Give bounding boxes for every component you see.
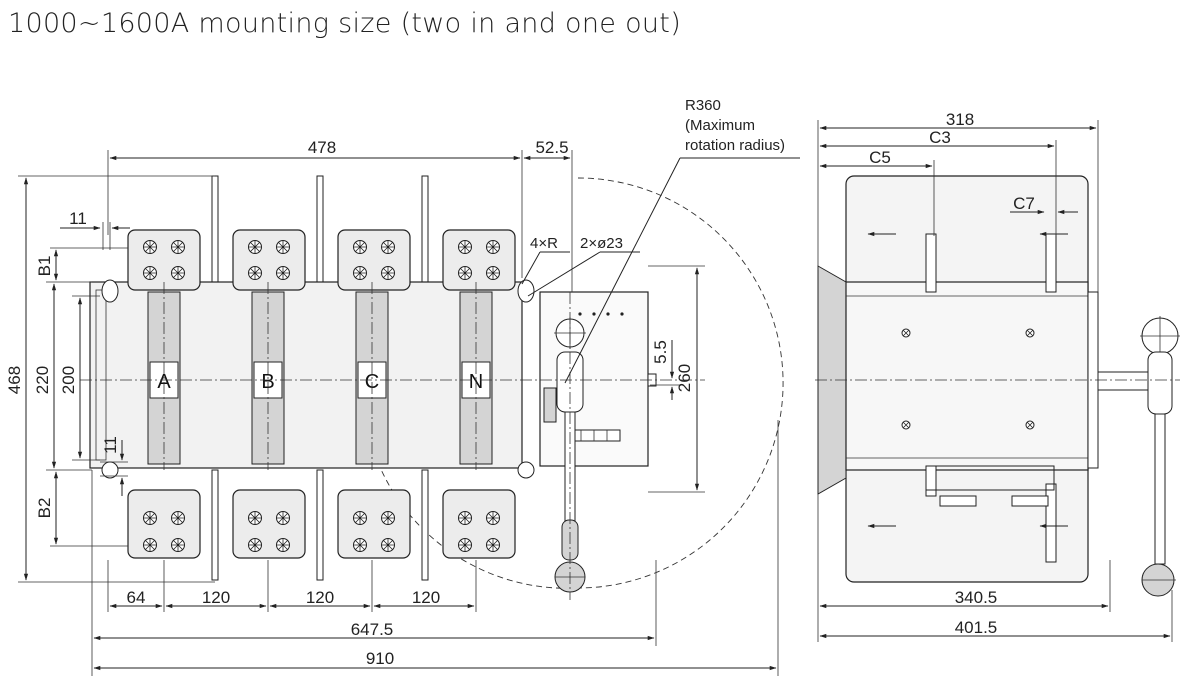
radius-note-line3: rotation radius) (685, 137, 785, 154)
dim-468: 468 (5, 366, 24, 394)
diameter-label: 2×ø23 (580, 235, 623, 252)
dim-c5: C5 (869, 148, 891, 167)
dim-b1: B1 (35, 256, 54, 277)
drawing-title: 1000~1600A mounting size (two in and one… (8, 8, 682, 39)
dim-478: 478 (308, 138, 336, 157)
dim-11-top: 11 (69, 209, 87, 228)
dim-120-c: 120 (412, 588, 440, 607)
mounting-holes (101, 279, 535, 479)
dim-120-a: 120 (202, 588, 230, 607)
radius-note-line1: R360 (685, 97, 721, 114)
top-terminals (127, 229, 516, 291)
dim-200: 200 (59, 366, 78, 394)
dim-401-5: 401.5 (955, 618, 998, 637)
dim-220: 220 (33, 366, 52, 394)
front-view: A B C N (5, 97, 800, 676)
dim-260: 260 (675, 364, 694, 392)
radius-note-line2: (Maximum (685, 117, 755, 134)
dim-64: 64 (127, 588, 146, 607)
dim-647-5: 647.5 (351, 620, 394, 639)
dim-120-b: 120 (306, 588, 334, 607)
dim-318: 318 (946, 110, 974, 129)
bottom-terminals (127, 489, 516, 559)
dim-c3: C3 (929, 128, 951, 147)
dim-340-5: 340.5 (955, 588, 998, 607)
side-view: 318 C3 C5 C7 340.5 401.5 (815, 110, 1180, 642)
dim-c7: C7 (1013, 194, 1035, 213)
dim-52-5: 52.5 (535, 138, 568, 157)
dim-b2: B2 (35, 498, 54, 519)
side-body (845, 281, 1089, 471)
dim-11-side: 11 (101, 436, 120, 454)
dim-5-5: 5.5 (651, 340, 670, 364)
holes-label: 4×R (530, 235, 558, 252)
dim-910: 910 (366, 649, 394, 668)
